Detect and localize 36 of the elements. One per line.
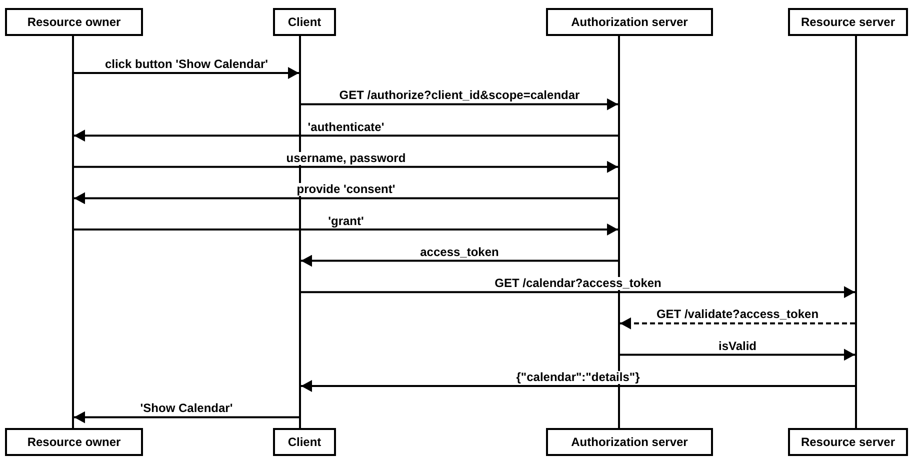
lifeline <box>618 36 620 428</box>
message-arrow <box>301 286 855 298</box>
message-arrow <box>74 411 299 424</box>
edge-label: GET /validate?access_token <box>655 308 820 322</box>
message-arrow <box>74 160 618 173</box>
edge-label: provide 'consent' <box>296 183 396 196</box>
participant-box: Resource server <box>788 428 908 456</box>
lifeline <box>72 36 74 428</box>
lifeline <box>299 36 301 428</box>
participant-box: Resource server <box>788 8 908 36</box>
message-arrow <box>620 348 855 361</box>
message-arrow <box>301 98 618 110</box>
message-arrow <box>74 130 618 142</box>
edge-label: access_token <box>419 246 500 259</box>
edge-label: GET /calendar?access_token <box>494 277 662 290</box>
participant-box: Authorization server <box>546 8 713 36</box>
message-arrow <box>301 254 618 267</box>
edge-label: 'Show Calendar' <box>139 402 234 416</box>
message-arrow <box>74 224 618 236</box>
edge-label: 'authenticate' <box>306 120 386 134</box>
participant-box: Authorization server <box>546 428 713 456</box>
edge-label: {"calendar":"details"} <box>515 371 641 384</box>
edge-label: username, password <box>285 152 407 165</box>
participant-box: Client <box>273 428 336 456</box>
participant-box: Client <box>273 8 336 36</box>
lifeline <box>855 36 857 428</box>
message-arrow <box>301 380 855 392</box>
edge-label: 'grant' <box>327 214 365 228</box>
message-arrow <box>74 192 618 204</box>
edge-label: GET /authorize?client_id&scope=calendar <box>338 89 581 102</box>
message-arrow <box>620 317 855 330</box>
participant-box: Resource owner <box>5 8 143 36</box>
message-arrow <box>74 67 299 79</box>
edge-label: click button 'Show Calendar' <box>104 58 270 71</box>
participant-box: Resource owner <box>5 428 143 456</box>
edge-label: isValid <box>717 340 758 353</box>
